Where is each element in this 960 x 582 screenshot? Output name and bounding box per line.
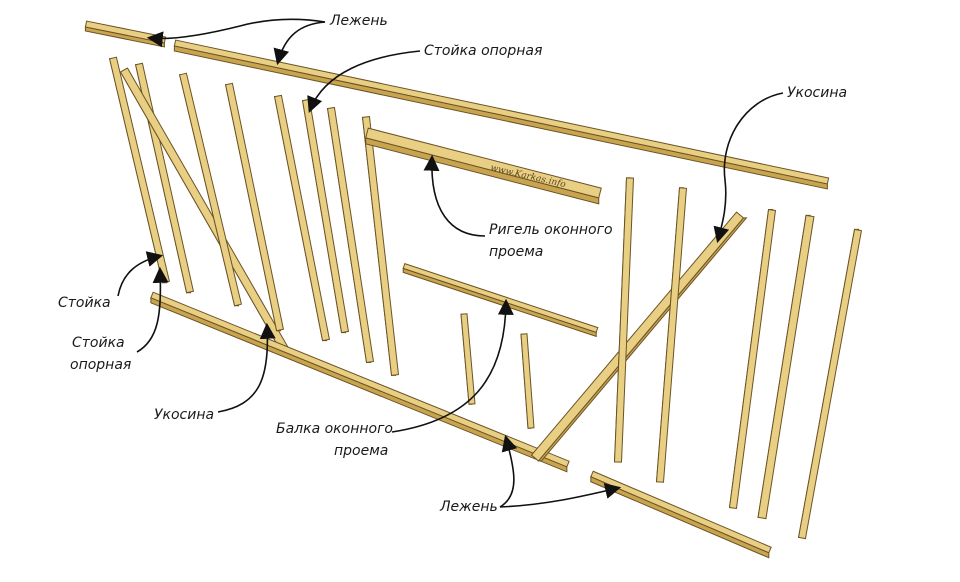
- label-ukosina-right: Укосина: [787, 85, 848, 101]
- timber-right-brace: [530, 211, 748, 462]
- label-stoyka-opornaya-left-line2: опорная: [70, 357, 132, 373]
- timber-stud-8: [613, 177, 635, 463]
- arrow-stoyka-opornaya-top: [307, 50, 421, 113]
- label-rigel-line2: проема: [489, 244, 544, 260]
- timber-top-face: [757, 214, 815, 520]
- label-rigel-line1: Ригель оконного: [489, 222, 613, 238]
- label-balka-line2: проема: [334, 443, 389, 459]
- timber-side-face: [402, 267, 597, 338]
- arrow-lezhen-top-2: [273, 21, 326, 66]
- arrow-lezhen-top-1: [146, 18, 326, 48]
- timber-cripple-1: [460, 313, 476, 405]
- timber-top-face: [590, 470, 772, 554]
- timber-top-face: [84, 20, 167, 44]
- timber-stud-7: [326, 106, 375, 364]
- timber-cripple-2: [520, 333, 535, 429]
- timber-bottom-plate-right: [590, 470, 772, 559]
- arrow-balka: [391, 298, 514, 433]
- timber-top-face: [797, 228, 863, 540]
- timber-top-face: [655, 187, 688, 483]
- timber-bottom-plate: [150, 291, 570, 473]
- timber-top-face: [150, 291, 570, 468]
- timber-stud-12: [797, 228, 863, 540]
- timber-side-face: [365, 137, 600, 205]
- timber-stud-9: [655, 187, 688, 483]
- timber-top-face: [460, 313, 476, 405]
- timber-window-header: [365, 127, 602, 205]
- arrow-rigel: [423, 154, 486, 237]
- timber-window-sill: [402, 262, 599, 338]
- label-lezhen-bottom: Лежень: [440, 499, 498, 515]
- label-stoyka-opornaya-left-line1: Стойка: [72, 335, 125, 351]
- timber-top-face: [273, 94, 331, 342]
- timber-window-post-left: [361, 116, 400, 376]
- timber-top-face: [224, 82, 285, 332]
- timber-stud-6: [301, 98, 350, 334]
- label-stoyka-opornaya-top: Стойка опорная: [424, 43, 543, 59]
- timber-top-face: [361, 116, 400, 376]
- timber-top-face: [613, 177, 635, 463]
- arrow-ukosina-left: [217, 322, 276, 413]
- timber-top-face: [326, 106, 375, 364]
- label-stoyka-left: Стойка: [58, 295, 111, 311]
- timber-stud-10: [728, 208, 777, 510]
- timber-top-face: [530, 211, 745, 462]
- timber-stud-3: [178, 72, 243, 307]
- timber-stud-4: [224, 82, 285, 332]
- timber-top-face: [301, 98, 350, 334]
- timber-top-plate-left-piece: [84, 20, 167, 48]
- label-lezhen-top: Лежень: [330, 13, 388, 29]
- callout-arrows: [117, 18, 784, 508]
- label-balka-line1: Балка оконного: [276, 421, 393, 437]
- timber-stud-11: [757, 214, 815, 520]
- arrow-lezhen-bottom-2: [499, 483, 622, 508]
- timber-left-stud-1: [108, 56, 171, 284]
- label-ukosina-left: Укосина: [154, 407, 215, 423]
- arrow-ukosina-right: [713, 92, 784, 244]
- timber-parts: [84, 20, 863, 559]
- timber-top-face: [178, 72, 243, 307]
- arrow-lezhen-bottom-1: [499, 434, 518, 508]
- timber-top-face: [402, 262, 599, 334]
- arrow-stoyka-opornaya-left: [136, 266, 169, 353]
- timber-top-face: [520, 333, 535, 429]
- timber-top-face: [365, 127, 602, 199]
- arrow-stoyka-left: [117, 251, 164, 297]
- timber-top-face: [728, 208, 777, 510]
- timber-stud-5: [273, 94, 331, 342]
